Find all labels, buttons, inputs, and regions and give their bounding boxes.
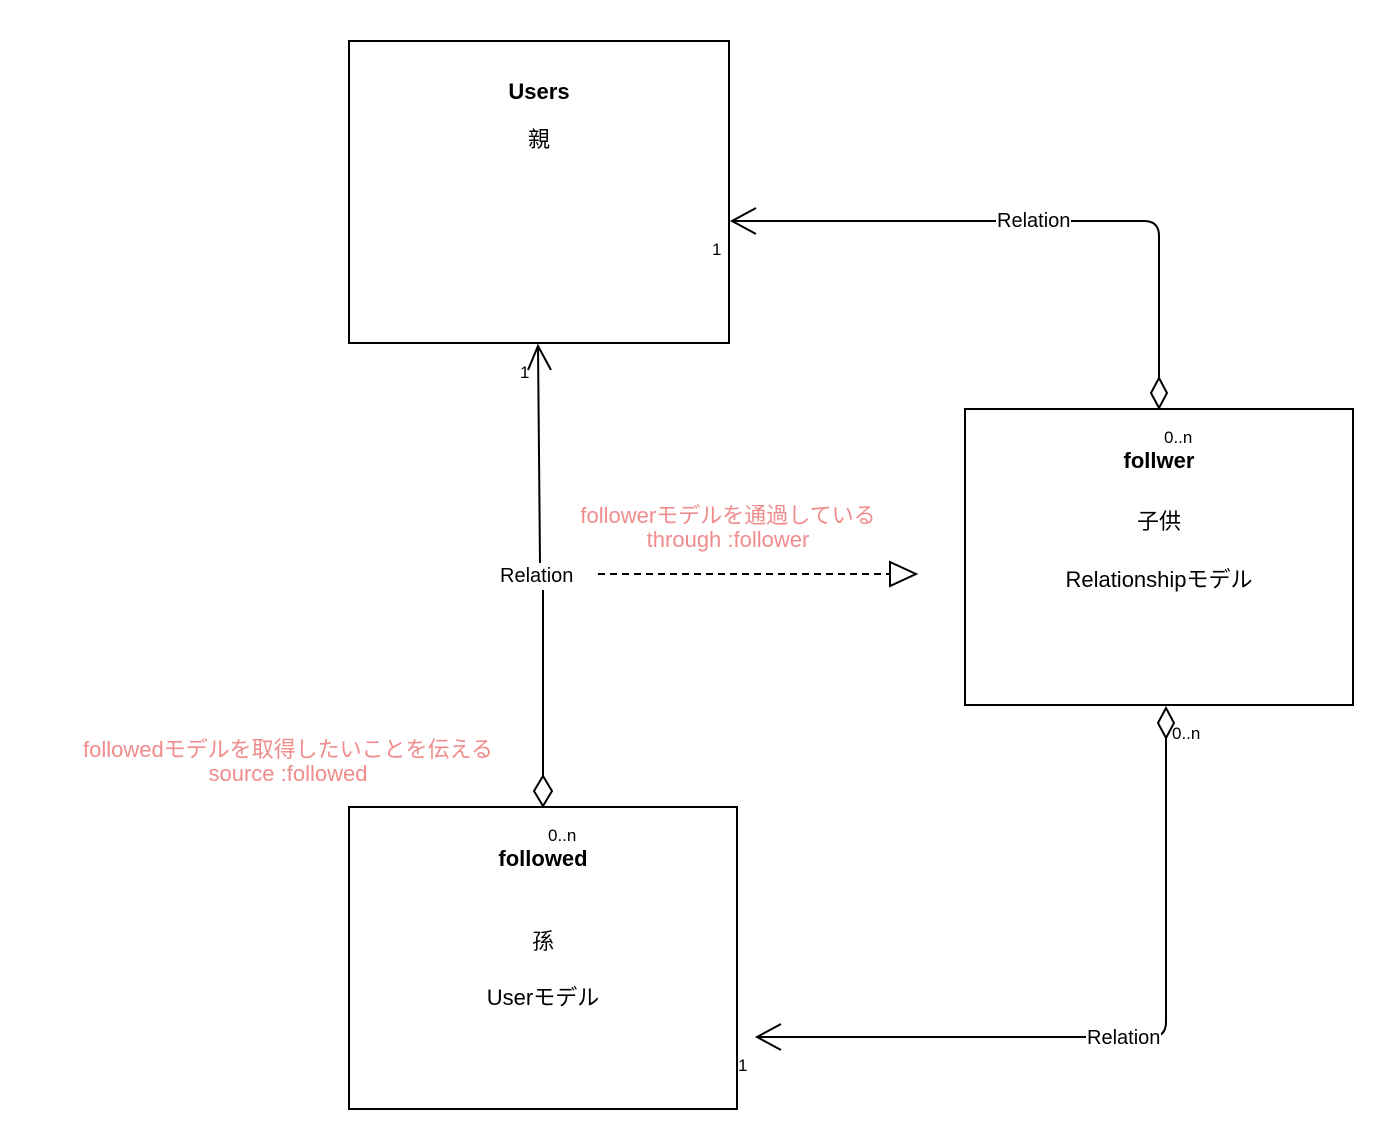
note-source-line2: source :followed	[208, 761, 368, 786]
edge-label-followed-users: Relation	[499, 565, 575, 588]
users-multiplicity-bottom: 1	[520, 363, 530, 382]
follower-description: Relationshipモデル	[1065, 567, 1253, 592]
note-through-line1: followerモデルを通過している	[580, 503, 876, 528]
users-title: Users	[508, 79, 570, 104]
diamond-follower-bottom	[1156, 705, 1176, 741]
edge-follower-users	[732, 220, 1160, 378]
follower-subtitle: 子供	[1136, 509, 1181, 534]
followed-description: Userモデル	[486, 985, 600, 1010]
users-node[interactable]	[348, 40, 730, 344]
note-source-line1: followedモデルを取得したいことを伝える	[82, 737, 494, 762]
diamond-follower-top	[1149, 375, 1169, 411]
edge-followed-users	[537, 345, 544, 776]
follower-title: follwer	[1123, 448, 1195, 473]
diamond-followed-top	[532, 774, 554, 808]
followed-multiplicity-right: 1	[738, 1056, 748, 1075]
followed-title: followed	[498, 846, 588, 871]
edge-follower-followed	[757, 738, 1167, 1038]
followed-multiplicity: 0..n	[548, 826, 577, 845]
edge-label-follower-followed: Relation	[1086, 1027, 1162, 1050]
users-multiplicity-right: 1	[712, 240, 722, 259]
followed-subtitle: 孫	[531, 929, 554, 954]
triangle-arrow-follower	[889, 560, 919, 588]
followed-node[interactable]	[348, 806, 738, 1110]
follower-node[interactable]	[964, 408, 1354, 706]
users-subtitle: 親	[527, 127, 550, 152]
follower-multiplicity: 0..n	[1164, 428, 1193, 447]
arrow-users-bottom	[527, 343, 552, 371]
note-through-line2: through :follower	[646, 527, 810, 552]
arrow-users-right	[729, 207, 757, 235]
arrow-followed-right	[754, 1023, 782, 1051]
follower-multiplicity-bottom: 0..n	[1172, 724, 1201, 743]
edge-label-follower-users: Relation	[996, 210, 1072, 233]
